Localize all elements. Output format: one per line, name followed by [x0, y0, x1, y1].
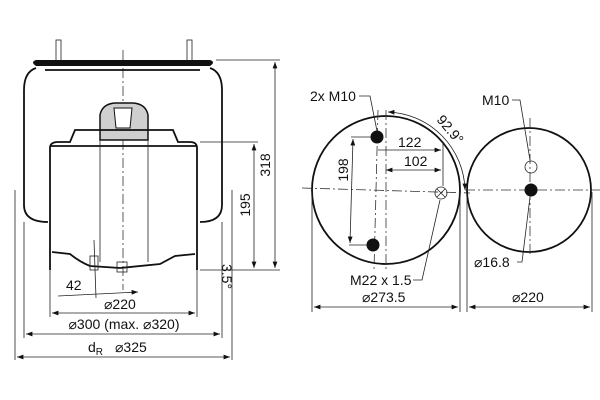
piston [49, 129, 198, 270]
dim-195: 195 [237, 193, 253, 217]
air-fitting-icon [434, 186, 448, 200]
piston-diameter-label: ⌀220 [512, 289, 544, 305]
bump-stop [99, 102, 149, 141]
dim-42: 42 [66, 277, 82, 293]
mounting-studs [55, 39, 193, 63]
studs-label: 2x M10 [310, 88, 356, 104]
dim-dr-label: dR [88, 339, 103, 358]
mounting-hole [524, 183, 538, 197]
dim-122: 122 [398, 134, 422, 150]
air-fitting-label: M22 x 1.5 [350, 272, 412, 288]
dim-bellow-diameter: ⌀300 (max. ⌀320) [68, 316, 179, 332]
bellows-right [199, 67, 223, 223]
dim-198: 198 [335, 158, 351, 182]
dim-angle: 3.5° [219, 264, 235, 289]
dim-318: 318 [257, 153, 273, 177]
thread-hole [524, 160, 538, 174]
top-plate [33, 60, 213, 66]
piston-base [51, 251, 196, 269]
dim-102: 102 [404, 153, 428, 169]
top-plate-diameter: ⌀273.5 [362, 289, 406, 305]
hole-diameter-label: ⌀16.8 [474, 254, 510, 270]
side-view: 318 195 3.5° 42 ⌀220 ⌀300 (max. ⌀320) dR… [14, 39, 280, 360]
thread-label: M10 [482, 92, 509, 108]
stud-hole [370, 130, 384, 144]
top-plate-view: 2x M10 92.9° 122 102 198 M22 x 1.5 ⌀273.… [301, 88, 471, 312]
angle-label: 92.9° [434, 112, 467, 147]
piston-bottom-view: M10 ⌀16.8 ⌀220 [465, 92, 600, 312]
stud-hole [366, 238, 380, 252]
dim-piston-diameter: ⌀220 [104, 296, 136, 312]
dim-dr-value: ⌀325 [115, 339, 147, 355]
bellows-left [23, 67, 49, 223]
